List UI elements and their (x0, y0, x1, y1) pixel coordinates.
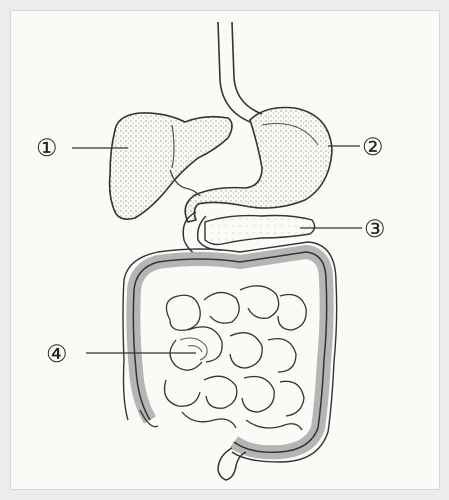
small-intestine (165, 286, 307, 430)
pancreas (205, 216, 315, 245)
liver (110, 113, 232, 219)
label-1: ① (36, 134, 58, 162)
large-intestine (123, 242, 337, 462)
label-2: ② (362, 133, 384, 161)
esophagus (218, 22, 262, 122)
label-4: ④ (46, 340, 68, 368)
label-3: ③ (364, 215, 386, 243)
